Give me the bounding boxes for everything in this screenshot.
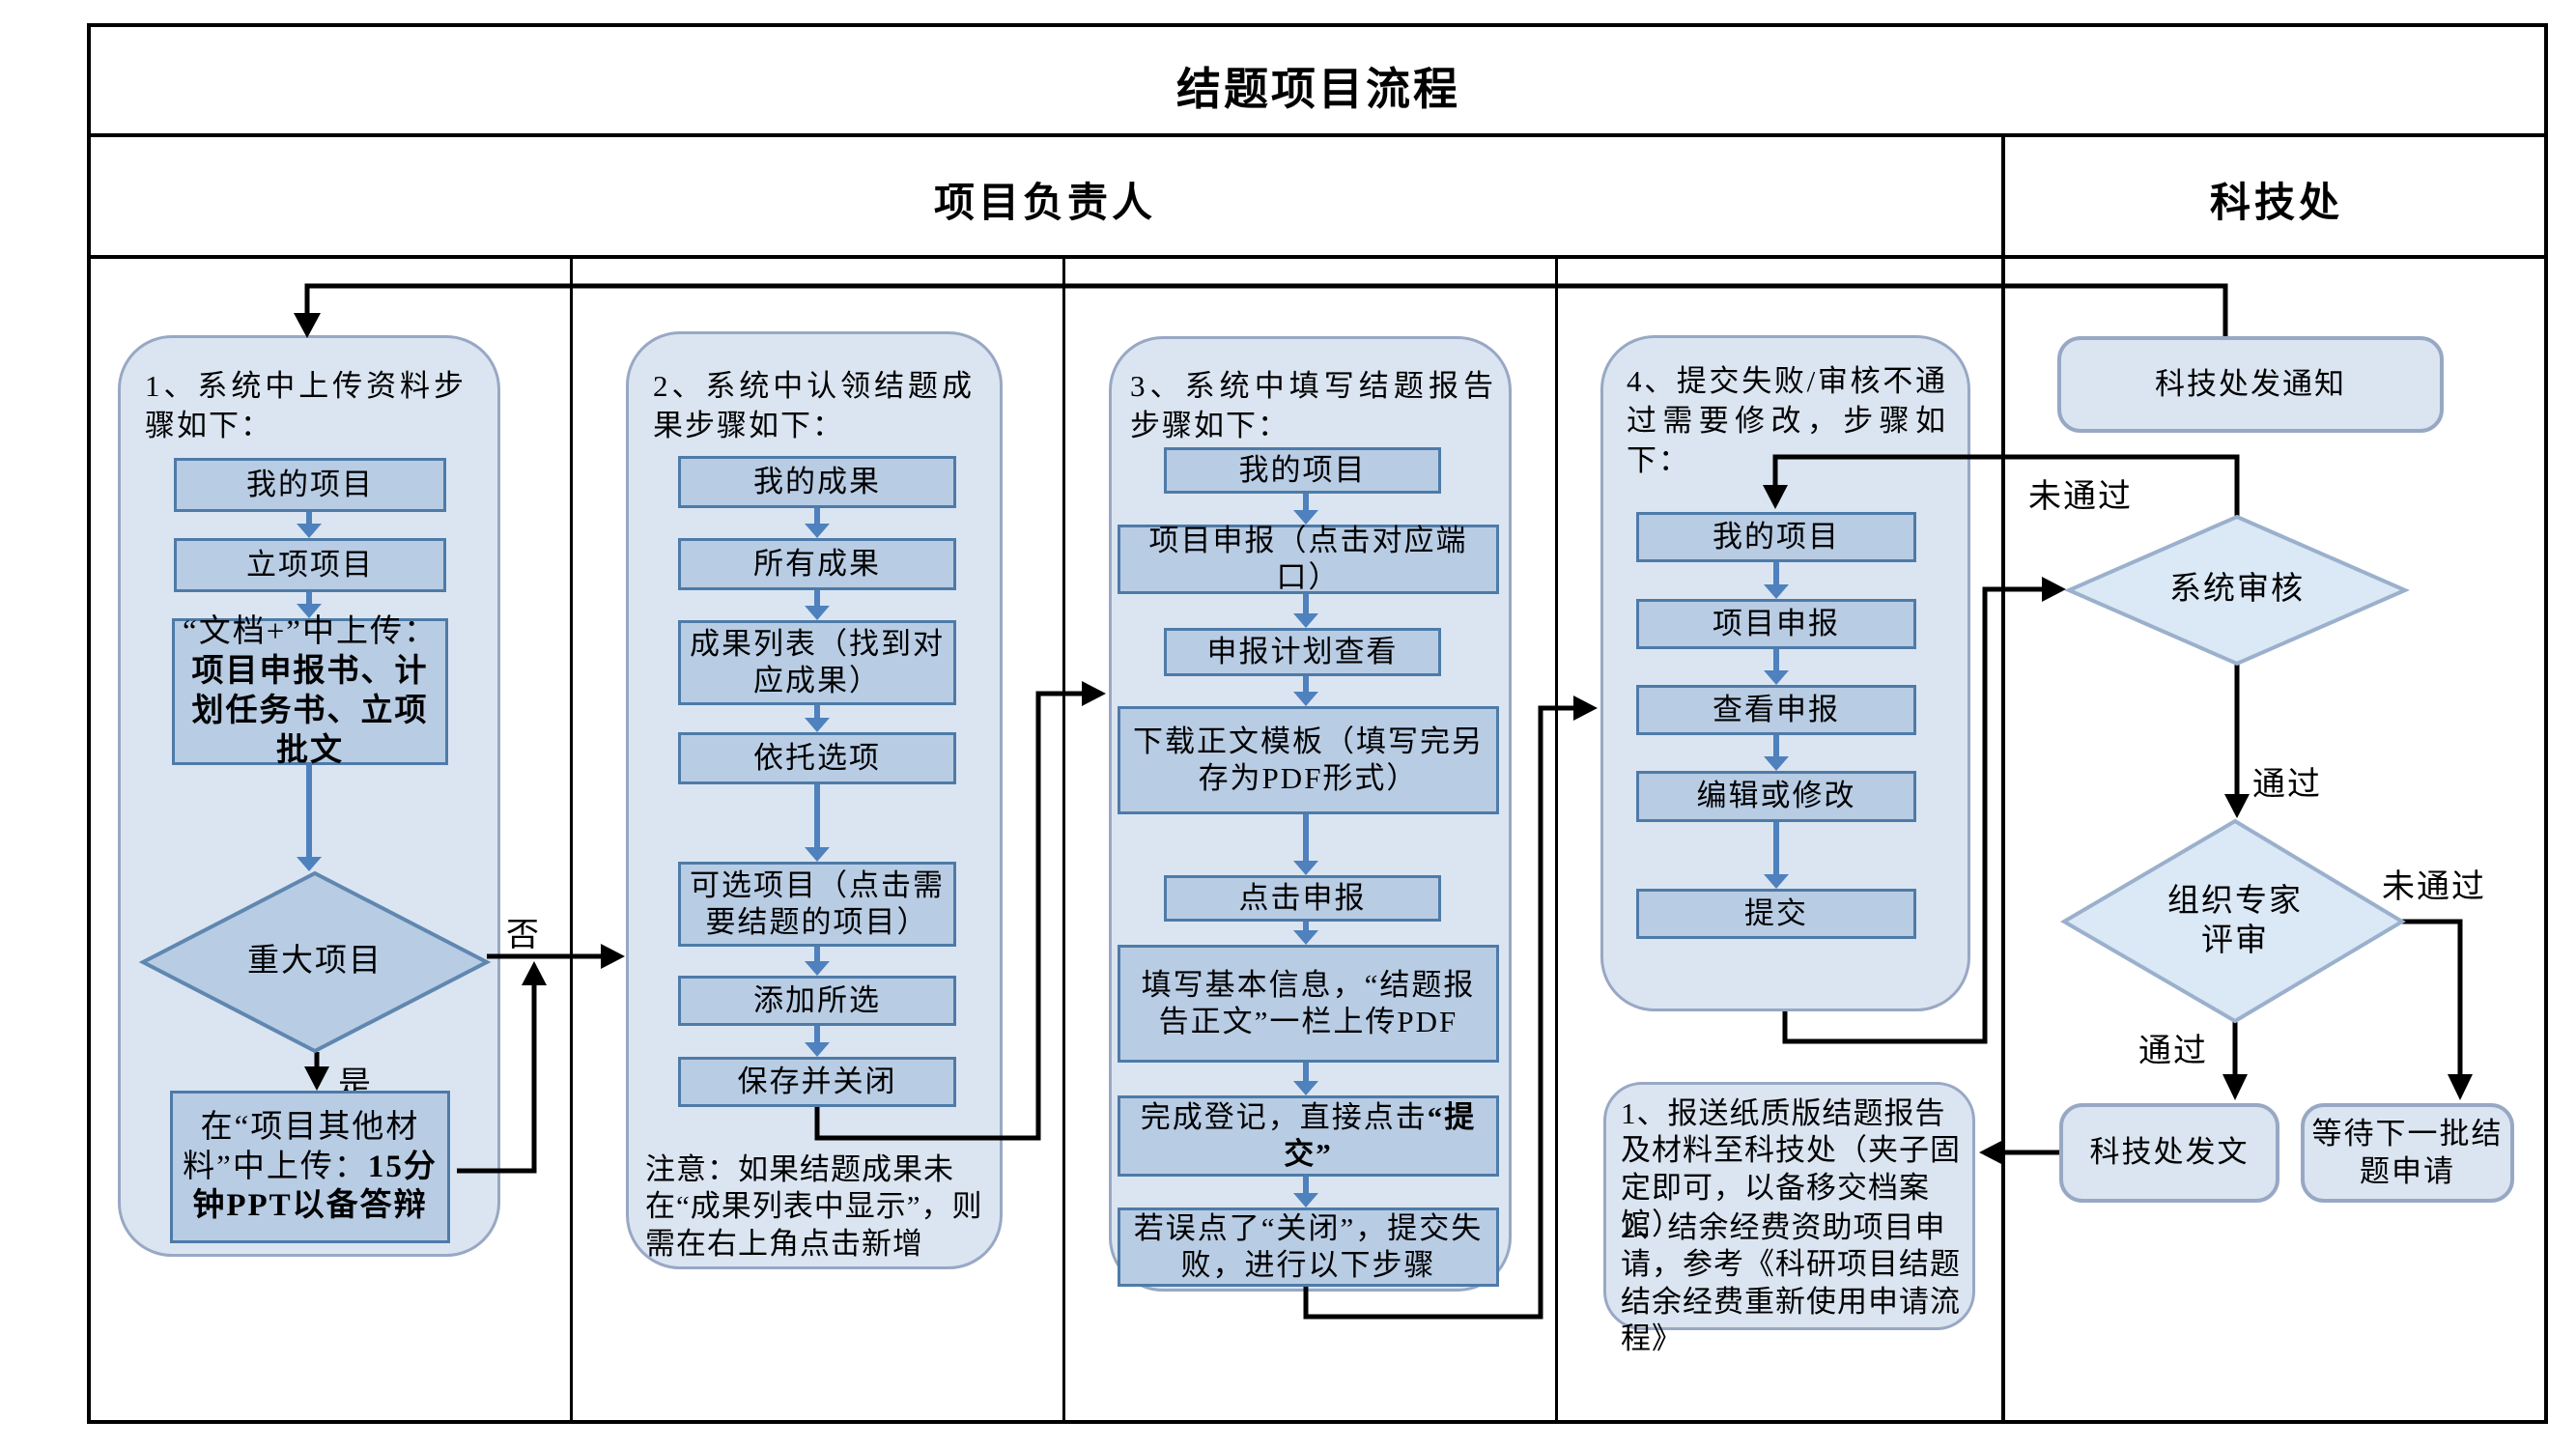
label-pass-2: 通过 <box>2138 1034 2208 1069</box>
group-2-header: 2、系统中认领结题成果步骤如下： <box>653 369 974 442</box>
step-save-and-close: 保存并关闭 <box>678 1057 956 1107</box>
group-1-header: 1、系统中上传资料步骤如下： <box>145 369 466 442</box>
lane-divider <box>2001 133 2005 1424</box>
step-depend-option: 依托选项 <box>678 732 956 784</box>
register-text: 完成登记，直接点击 <box>1140 1099 1428 1134</box>
arrow-c2-2 <box>805 590 830 620</box>
sub-divider-2 <box>1062 259 1065 1424</box>
arrow-c3-2 <box>1293 594 1318 628</box>
sub-divider-3 <box>1555 259 1558 1424</box>
other-materials-text: 在“项目其他材料”中上传： <box>183 1109 420 1184</box>
other-materials-bold-text: 15分钟PPT以备答辩 <box>192 1149 438 1224</box>
arrow-c4-4 <box>1764 822 1789 889</box>
step-all-results: 所有成果 <box>678 538 956 590</box>
arrow-c2-5 <box>805 947 830 976</box>
arrow-c4-1 <box>1764 562 1789 599</box>
sub-divider-1 <box>570 259 573 1424</box>
step-selectable-projects: 可选项目（点击需要结题的项目） <box>678 862 956 947</box>
label-no: 否 <box>506 918 541 953</box>
submit-bold-text: “提交” <box>1284 1099 1477 1171</box>
step-view-declare: 查看申报 <box>1636 685 1916 735</box>
node-wait-next-batch: 等待下一批结题申请 <box>2301 1103 2514 1203</box>
arrow-c4-2 <box>1764 649 1789 685</box>
arrow-c1-1 <box>297 512 322 538</box>
step-other-materials-upload: 在“项目其他材料”中上传：15分钟PPT以备答辩 <box>170 1091 450 1243</box>
arrow-c3-5 <box>1293 922 1318 945</box>
arrow-c2-4 <box>805 784 830 862</box>
step-edit-or-modify: 编辑或修改 <box>1636 771 1916 822</box>
arrow-c3-1 <box>1293 494 1318 525</box>
arrow-c2-1 <box>805 508 830 538</box>
arrow-c1-2 <box>297 592 322 618</box>
docplus-text: “文档+”中上传： <box>183 614 438 650</box>
arrow-c1-3 <box>297 765 322 871</box>
step-click-declare: 点击申报 <box>1164 875 1441 922</box>
step-project-declare-4: 项目申报 <box>1636 599 1916 649</box>
arrow-c3-3 <box>1293 676 1318 706</box>
diamond-system-review-label: 系统审核 <box>2169 572 2305 608</box>
step-declare-plan-view: 申报计划查看 <box>1164 628 1441 676</box>
step-my-projects-3: 我的项目 <box>1164 447 1441 494</box>
label-fail-2: 未通过 <box>2382 869 2486 905</box>
step-results-list: 成果列表（找到对应成果） <box>678 620 956 705</box>
paper-note-item-2: 2、结余经费资助项目申请，参考《科研项目结题结余经费重新使用申请流程》 <box>1621 1210 1961 1356</box>
table-outer-border <box>87 23 2548 1424</box>
row-divider-title <box>87 133 2548 137</box>
arrow-c2-3 <box>805 705 830 732</box>
page-title: 结题项目流程 <box>1176 65 1460 114</box>
arrow-c2-6 <box>805 1026 830 1057</box>
group-4-header: 4、提交失败/审核不通过需要修改，步骤如下： <box>1627 364 1947 477</box>
node-office-notice: 科技处发通知 <box>2057 336 2444 433</box>
node-office-issue-document: 科技处发文 <box>2059 1103 2279 1203</box>
group-2-note: 注意：如果结题成果未在“成果列表中显示”，则需在右上角点击新增 <box>645 1152 983 1261</box>
step-my-projects-1: 我的项目 <box>174 458 446 512</box>
step-my-projects-4: 我的项目 <box>1636 512 1916 562</box>
step-download-template: 下载正文模板（填写完另存为PDF形式） <box>1118 706 1499 814</box>
step-approved-projects: 立项项目 <box>174 538 446 592</box>
step-misclick-close: 若误点了“关闭”，提交失败，进行以下步骤 <box>1118 1208 1499 1287</box>
lane-header-project-leader: 项目负责人 <box>933 182 1156 226</box>
diamond-major-project-label: 重大项目 <box>247 944 382 980</box>
step-complete-register-submit: 完成登记，直接点击“提交” <box>1118 1095 1499 1177</box>
step-my-results: 我的成果 <box>678 456 956 508</box>
step-fill-basic-info: 填写基本信息，“结题报告正文”一栏上传PDF <box>1118 945 1499 1063</box>
label-pass-1: 通过 <box>2252 767 2322 803</box>
group-5-paper-report-note <box>1603 1082 1975 1330</box>
arrow-c4-3 <box>1764 735 1789 771</box>
step-submit: 提交 <box>1636 889 1916 939</box>
step-docplus-upload: “文档+”中上传： 项目申报书、计划任务书、立项批文 <box>172 614 448 768</box>
row-divider-header <box>87 255 2548 259</box>
paper-note-item-1: 1、报送纸质版结题报告及材料至科技处（夹子固定即可，以备移交档案馆） <box>1621 1096 1961 1242</box>
label-fail-1: 未通过 <box>2028 479 2133 515</box>
diamond-expert-review-label: 组织专家评审 <box>2167 883 2303 958</box>
group-3-header: 3、系统中填写结题报告步骤如下： <box>1130 369 1495 442</box>
lane-header-sci-tech-office: 科技处 <box>2209 182 2343 226</box>
docplus-bold-text: 项目申报书、计划任务书、立项批文 <box>191 654 429 768</box>
arrow-c3-4 <box>1293 814 1318 875</box>
arrow-c3-6 <box>1293 1063 1318 1095</box>
step-project-declare-port: 项目申报（点击对应端口） <box>1118 524 1499 594</box>
arrow-c3-7 <box>1293 1177 1318 1208</box>
step-add-selected: 添加所选 <box>678 976 956 1026</box>
